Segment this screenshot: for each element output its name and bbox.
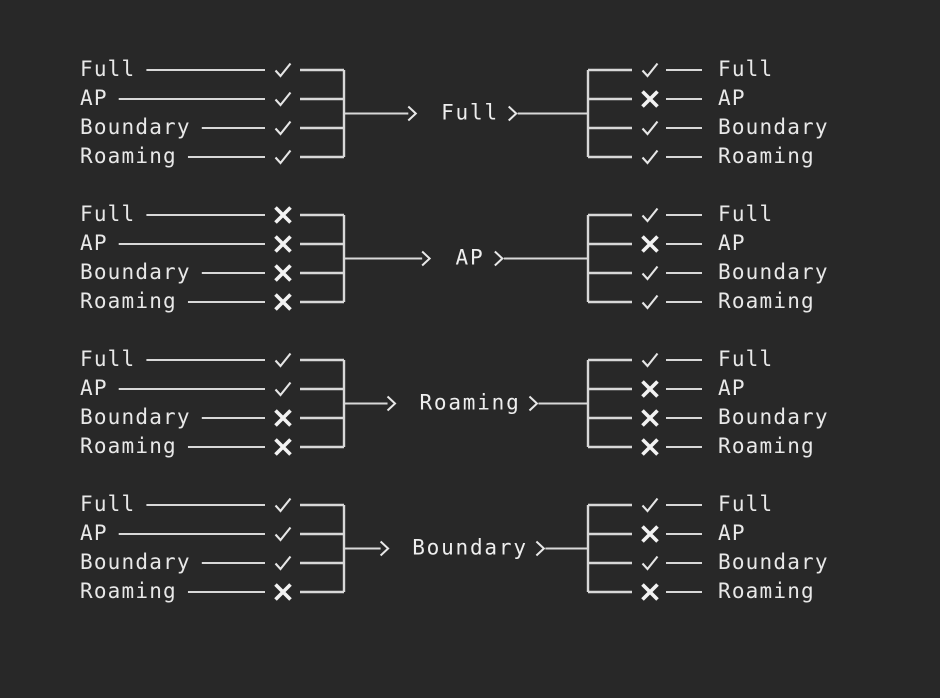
transition-block: FullAPBoundaryRoamingFullFullAPBoundaryR… — [80, 57, 829, 168]
input-state-label: Roaming — [80, 289, 177, 313]
check-mark-icon — [641, 207, 659, 223]
input-state-label: Boundary — [80, 550, 191, 574]
check-mark-icon — [274, 555, 292, 571]
input-state-label: Full — [80, 202, 135, 226]
input-state-label: Boundary — [80, 260, 191, 284]
transition-label: Boundary — [412, 536, 528, 560]
check-mark-icon — [641, 149, 659, 165]
input-state-label: Roaming — [80, 579, 177, 603]
output-state-label: AP — [718, 231, 746, 255]
output-state-label: Roaming — [718, 434, 815, 458]
check-mark-icon — [641, 555, 659, 571]
check-mark-icon — [641, 120, 659, 136]
check-mark-icon — [274, 91, 292, 107]
cross-mark-icon — [641, 409, 659, 427]
check-mark-icon — [641, 265, 659, 281]
transition-block: FullAPBoundaryRoamingRoamingFullAPBounda… — [80, 347, 829, 458]
cross-mark-icon — [274, 293, 292, 311]
output-state-label: Boundary — [718, 260, 829, 284]
input-state-label: Full — [80, 347, 135, 371]
input-state-label: AP — [80, 521, 108, 545]
check-mark-icon — [274, 149, 292, 165]
cross-mark-icon — [641, 583, 659, 601]
output-state-label: AP — [718, 521, 746, 545]
check-mark-icon — [641, 294, 659, 310]
output-state-label: AP — [718, 86, 746, 110]
output-state-label: AP — [718, 376, 746, 400]
check-mark-icon — [274, 62, 292, 78]
output-state-label: Full — [718, 57, 773, 81]
chevron-right-icon — [494, 250, 504, 267]
input-state-label: Boundary — [80, 115, 191, 139]
check-mark-icon — [274, 352, 292, 368]
check-mark-icon — [641, 62, 659, 78]
check-mark-icon — [274, 120, 292, 136]
input-state-label: Boundary — [80, 405, 191, 429]
check-mark-icon — [274, 381, 292, 397]
check-mark-icon — [274, 526, 292, 542]
output-state-label: Roaming — [718, 579, 815, 603]
input-state-label: AP — [80, 376, 108, 400]
output-state-label: Full — [718, 202, 773, 226]
output-state-label: Boundary — [718, 405, 829, 429]
cross-mark-icon — [274, 583, 292, 601]
chevron-right-icon — [535, 540, 546, 557]
output-state-label: Boundary — [718, 550, 829, 574]
cross-mark-icon — [641, 380, 659, 398]
transition-label: Roaming — [419, 391, 520, 415]
cross-mark-icon — [641, 90, 659, 108]
output-state-label: Boundary — [718, 115, 829, 139]
transition-label: Full — [441, 101, 499, 125]
input-state-label: Roaming — [80, 144, 177, 168]
cross-mark-icon — [641, 235, 659, 253]
input-state-label: AP — [80, 231, 108, 255]
input-state-label: AP — [80, 86, 108, 110]
check-mark-icon — [274, 497, 292, 513]
chevron-right-icon — [508, 105, 518, 122]
arrow-right-icon — [386, 395, 397, 412]
output-state-label: Roaming — [718, 289, 815, 313]
output-state-label: Full — [718, 492, 773, 516]
input-state-label: Full — [80, 492, 135, 516]
cross-mark-icon — [641, 438, 659, 456]
check-mark-icon — [641, 497, 659, 513]
arrow-right-icon — [379, 540, 390, 557]
chevron-right-icon — [528, 395, 539, 412]
transition-label: AP — [456, 246, 485, 270]
cross-mark-icon — [274, 409, 292, 427]
arrow-right-icon — [421, 250, 432, 267]
cross-mark-icon — [274, 235, 292, 253]
cross-mark-icon — [274, 438, 292, 456]
output-state-label: Full — [718, 347, 773, 371]
input-state-label: Roaming — [80, 434, 177, 458]
cross-mark-icon — [274, 206, 292, 224]
arrow-right-icon — [407, 105, 418, 122]
cross-mark-icon — [274, 264, 292, 282]
output-state-label: Roaming — [718, 144, 815, 168]
input-state-label: Full — [80, 57, 135, 81]
cross-mark-icon — [641, 525, 659, 543]
check-mark-icon — [641, 352, 659, 368]
